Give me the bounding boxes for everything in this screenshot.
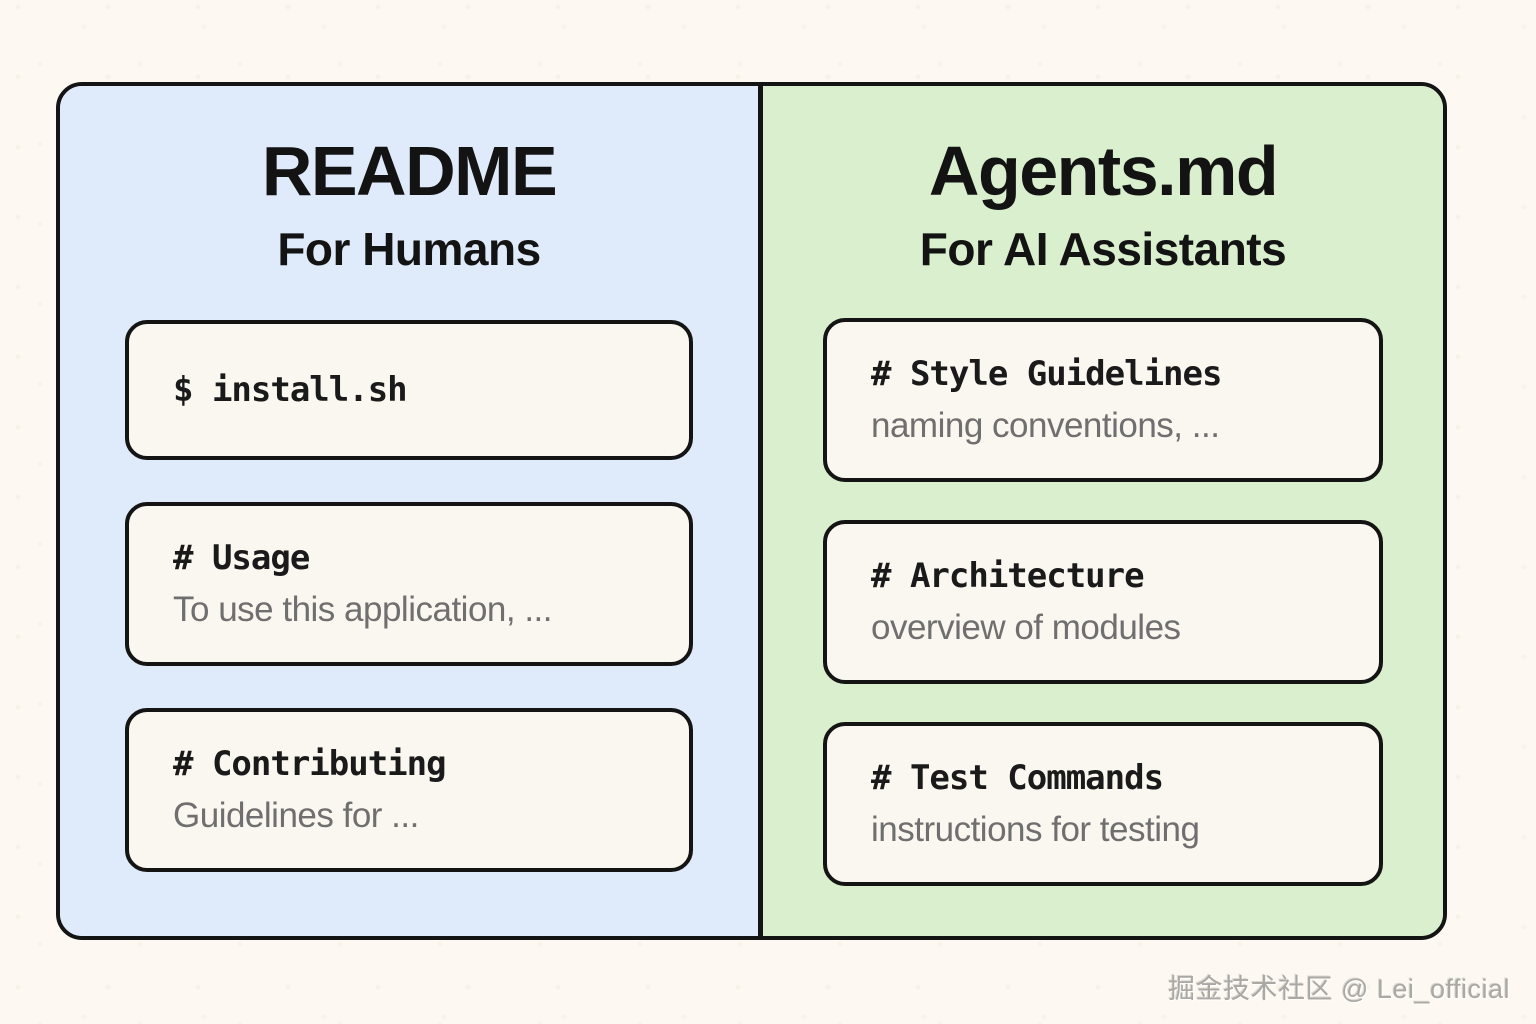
agents-card-style-guidelines-heading: # Style Guidelines — [871, 354, 1222, 395]
agents-cards: # Style Guidelines naming conventions, .… — [823, 318, 1383, 886]
agents-card-test-commands: # Test Commands instructions for testing — [823, 722, 1383, 886]
readme-card-install-heading: $ install.sh — [173, 369, 408, 410]
agents-card-style-guidelines-body: naming conventions, ... — [871, 406, 1220, 446]
agents-card-architecture-heading: # Architecture — [871, 556, 1145, 597]
readme-panel: README For Humans $ install.sh # Usage T… — [60, 86, 763, 936]
readme-panel-subtitle: For Humans — [277, 223, 541, 275]
agents-panel: Agents.md For AI Assistants # Style Guid… — [763, 86, 1443, 936]
readme-card-contributing-body: Guidelines for ... — [173, 796, 419, 836]
readme-cards: $ install.sh # Usage To use this applica… — [125, 320, 693, 872]
readme-card-usage: # Usage To use this application, ... — [125, 502, 693, 666]
readme-card-install: $ install.sh — [125, 320, 693, 460]
readme-card-usage-heading: # Usage — [173, 538, 310, 579]
agents-card-test-commands-body: instructions for testing — [871, 810, 1200, 850]
agents-card-test-commands-heading: # Test Commands — [871, 758, 1164, 799]
comparison-diagram: README For Humans $ install.sh # Usage T… — [56, 82, 1447, 940]
watermark-text: 掘金技术社区 @ Lei_official — [1167, 974, 1510, 1004]
agents-panel-subtitle: For AI Assistants — [919, 223, 1287, 275]
readme-card-usage-body: To use this application, ... — [173, 590, 553, 630]
agents-panel-title: Agents.md — [928, 132, 1279, 210]
readme-panel-title: README — [261, 132, 558, 210]
readme-card-contributing: # Contributing Guidelines for ... — [125, 708, 693, 872]
readme-card-contributing-heading: # Contributing — [173, 744, 447, 785]
agents-card-architecture: # Architecture overview of modules — [823, 520, 1383, 684]
agents-card-architecture-body: overview of modules — [871, 608, 1181, 648]
agents-card-style-guidelines: # Style Guidelines naming conventions, .… — [823, 318, 1383, 482]
